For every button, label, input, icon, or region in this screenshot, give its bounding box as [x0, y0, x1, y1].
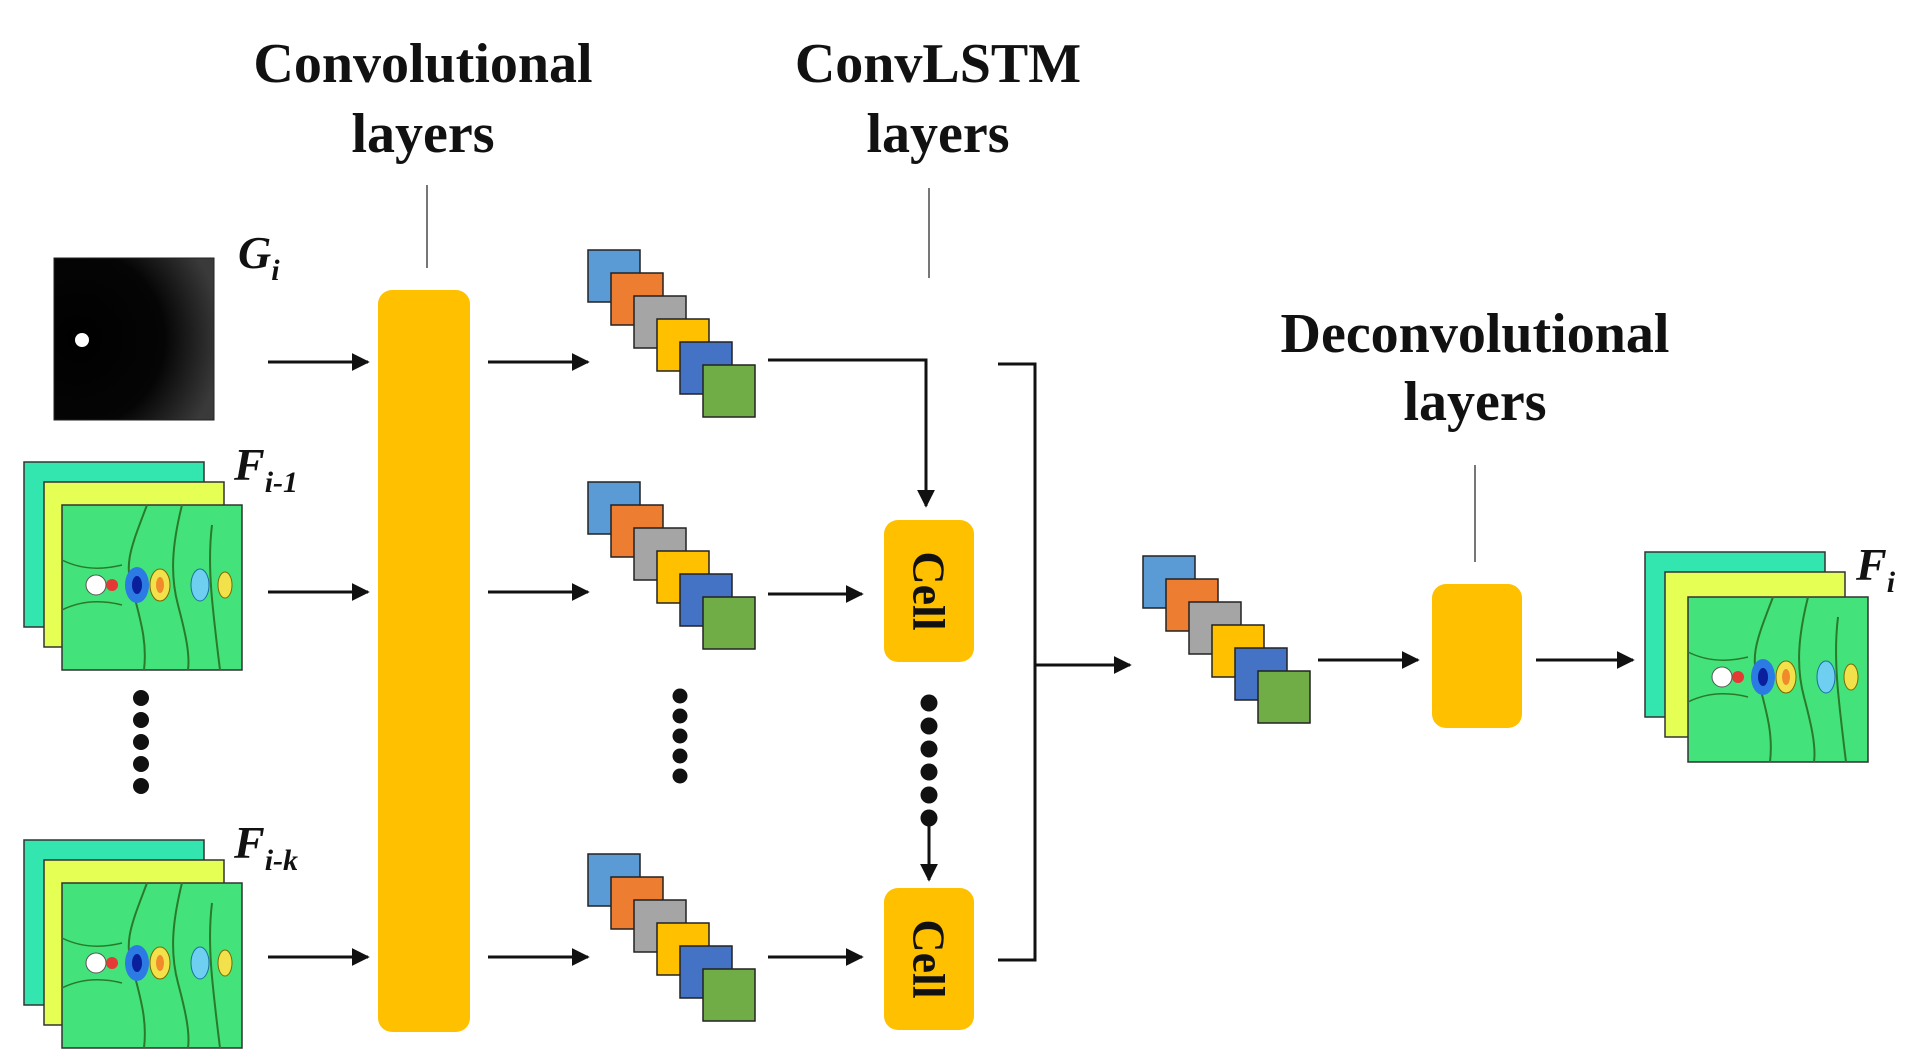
- heading-line-2: layers: [1403, 371, 1546, 433]
- convlstm-cell-1: Cell: [884, 520, 974, 662]
- heading-line-2: layers: [351, 103, 494, 165]
- feature-stack-ellipsis-dots: [672, 688, 688, 784]
- geometry-input-label: Gi: [238, 227, 280, 287]
- arrow-features-1-to-cell: [768, 358, 935, 508]
- convlstm-cell-2: Cell: [884, 888, 974, 1030]
- merge-bracket: [998, 362, 1037, 962]
- output-frame-stack: [1644, 551, 1869, 763]
- output-frame-label: Fi: [1855, 539, 1896, 599]
- deconvolutional-layers-heading: Deconvolutional layers: [1281, 303, 1670, 433]
- convolutional-layers-block: [378, 290, 470, 1032]
- cell-label: Cell: [904, 551, 955, 630]
- feature-map-layer: [702, 596, 756, 650]
- feature-map-layer: [702, 364, 756, 418]
- feature-map-stack-4: [1142, 555, 1311, 724]
- kth-previous-frame-input-stack: [23, 839, 243, 1049]
- previous-frame-input-stack: [23, 461, 243, 671]
- convolutional-layers-heading: Convolutional layers: [253, 33, 592, 165]
- previous-frame-label: Fi-1: [233, 439, 298, 499]
- cell-ellipsis-dots: [920, 694, 938, 827]
- heading-line-1: Deconvolutional: [1281, 303, 1670, 365]
- convlstm-layers-heading: ConvLSTM layers: [795, 33, 1081, 165]
- feature-map-stack-2: [587, 481, 756, 650]
- feature-map-layer: [702, 968, 756, 1022]
- geometry-input-image: [53, 257, 215, 421]
- heading-line-1: ConvLSTM: [795, 33, 1081, 95]
- deconvolutional-layers-block: [1432, 584, 1522, 728]
- kth-previous-frame-label: Fi-k: [233, 817, 298, 877]
- feature-map-stack-3: [587, 853, 756, 1022]
- heading-line-1: Convolutional: [253, 33, 592, 95]
- input-ellipsis-dots: [133, 690, 149, 794]
- heading-line-2: layers: [866, 103, 1009, 165]
- feature-map-stack-1: [587, 249, 756, 418]
- feature-map-layer: [1257, 670, 1311, 724]
- cell-label: Cell: [904, 919, 955, 998]
